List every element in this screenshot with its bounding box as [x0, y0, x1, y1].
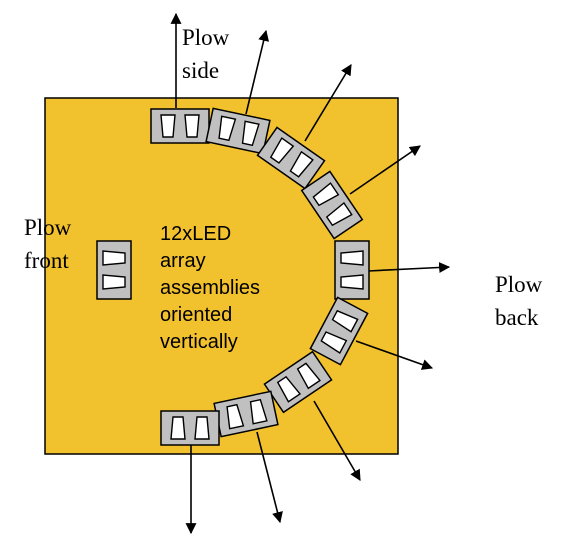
led-module-body	[256, 126, 326, 190]
led-module	[263, 350, 333, 414]
direction-arrow	[349, 145, 421, 195]
center-text-line4: oriented	[160, 304, 232, 326]
led-lens	[226, 403, 245, 430]
led-lens	[194, 416, 210, 440]
led-lens	[269, 137, 295, 164]
center-text-line5: vertically	[160, 331, 238, 353]
center-text-line3: assemblies	[160, 277, 260, 299]
led-module	[334, 240, 370, 300]
led-lens	[331, 309, 359, 333]
led-module-body	[263, 350, 333, 414]
led-lens	[160, 114, 176, 138]
led-module-body	[300, 170, 364, 240]
led-lens	[340, 250, 364, 266]
led-module	[160, 410, 220, 446]
arrow-group	[170, 12, 451, 535]
led-module-body	[96, 240, 132, 300]
plow-side-label-line1: Plow	[182, 25, 230, 50]
plow-side-label-line2: side	[182, 58, 219, 83]
center-text-line2: array	[160, 250, 206, 272]
direction-arrow	[256, 431, 283, 524]
direction-arrow	[367, 261, 451, 273]
led-module-body	[334, 240, 370, 300]
direction-arrow	[304, 64, 352, 142]
led-lens	[289, 150, 314, 178]
led-module	[309, 296, 369, 366]
plow-front-label-line2: front	[24, 248, 69, 273]
led-lens	[340, 274, 364, 290]
direction-arrow	[245, 29, 270, 115]
led-lens	[320, 331, 348, 354]
led-module	[213, 390, 279, 438]
led-module	[300, 170, 364, 240]
led-lens	[102, 250, 126, 266]
direction-arrow	[355, 340, 434, 370]
led-lens	[325, 201, 353, 227]
led-module-body	[150, 108, 210, 144]
plow-front-label-line1: Plow	[24, 215, 72, 240]
led-lens	[218, 115, 237, 142]
led-lens	[241, 120, 260, 147]
led-module	[96, 240, 132, 300]
module-group	[96, 107, 370, 446]
led-lens	[249, 398, 268, 425]
plow-back-label-line2: back	[495, 305, 539, 330]
led-lens	[102, 274, 126, 290]
led-module-body	[309, 296, 369, 366]
led-lens	[170, 416, 186, 440]
led-lens	[276, 375, 302, 403]
direction-arrow	[313, 400, 361, 481]
center-text-line1: 12xLED	[160, 223, 231, 245]
led-lens	[312, 182, 340, 207]
led-module	[256, 126, 326, 190]
led-lens	[296, 362, 321, 390]
led-module-body	[160, 410, 220, 446]
led-module	[150, 108, 210, 144]
led-lens	[184, 114, 200, 138]
led-module	[205, 107, 271, 155]
plow-back-label-line1: Plow	[495, 272, 543, 297]
